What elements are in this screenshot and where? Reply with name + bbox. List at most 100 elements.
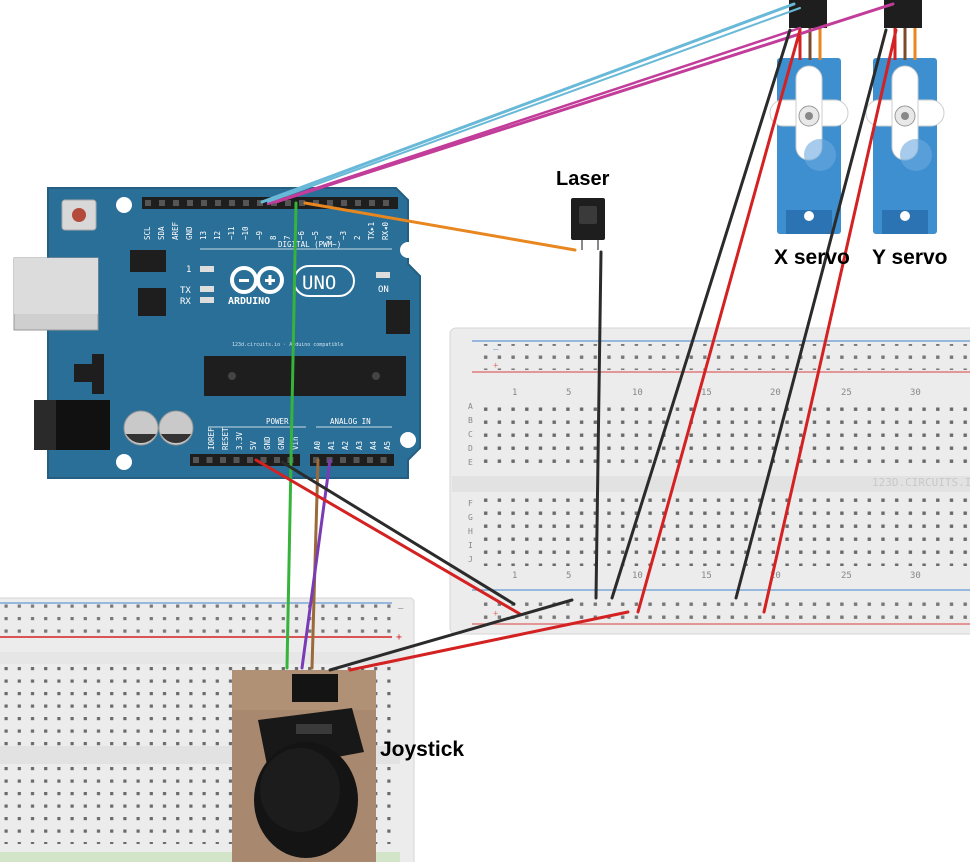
header-pin bbox=[193, 457, 199, 463]
bb-row-j: J bbox=[468, 555, 473, 564]
bb-col-1b: 1 bbox=[512, 571, 517, 581]
header-pin bbox=[341, 200, 347, 206]
header-pin bbox=[299, 200, 305, 206]
header-pin bbox=[201, 200, 207, 206]
header-pin bbox=[340, 457, 346, 463]
header-pin bbox=[215, 200, 221, 206]
digital-pin-label: ~6 bbox=[297, 230, 306, 240]
wire-black-joy bbox=[328, 598, 574, 672]
arduino-footer: 123d.circuits.io · Arduino compatible bbox=[232, 342, 343, 348]
power-pin-label: 5V bbox=[249, 440, 258, 450]
header-pin bbox=[274, 457, 280, 463]
header-pin bbox=[383, 200, 389, 206]
led-on-label: ON bbox=[378, 285, 389, 295]
power-header bbox=[190, 454, 300, 466]
header-pin bbox=[145, 200, 151, 206]
led-l-label: 1 bbox=[186, 265, 191, 275]
wire-red-joy bbox=[348, 610, 630, 672]
bb-col-25b: 25 bbox=[841, 571, 852, 581]
digital-pin-label: SDA bbox=[157, 226, 166, 240]
bb-col-15b: 15 bbox=[701, 571, 712, 581]
bb-col-30: 30 bbox=[910, 388, 921, 398]
power-pin-label: Vin bbox=[291, 436, 300, 450]
header-pin bbox=[233, 457, 240, 463]
header-pin bbox=[367, 457, 373, 463]
analog-pin-label: A2 bbox=[341, 441, 350, 450]
digital-pin-label: ~10 bbox=[241, 226, 250, 240]
wire-cyan-2 bbox=[267, 7, 801, 203]
digital-pin-label: TX▸1 bbox=[367, 222, 376, 240]
header-pin bbox=[313, 457, 319, 463]
header-pin bbox=[285, 200, 291, 206]
led-tx-label: TX bbox=[180, 286, 191, 296]
header-pin bbox=[220, 457, 226, 463]
digital-pin-label: 8 bbox=[269, 235, 278, 240]
header-pin bbox=[159, 200, 165, 206]
power-pin-label: RESET bbox=[221, 427, 230, 450]
digital-pin-label: GND bbox=[185, 226, 194, 240]
arduino-model: UNO bbox=[302, 272, 336, 294]
analog-pin-label: A0 bbox=[313, 440, 322, 450]
right-breadboard: – + + 1 5 10 15 20 25 30 1 5 10 15 20 25… bbox=[449, 327, 970, 635]
digital-pin-label: 4 bbox=[325, 235, 334, 240]
wire-red-5v bbox=[254, 458, 522, 616]
bb-col-30b: 30 bbox=[910, 571, 921, 581]
bb-col-1: 1 bbox=[512, 388, 517, 398]
power-pin-label: GND bbox=[263, 436, 272, 450]
digital-pin-label: RX◂0 bbox=[381, 221, 390, 240]
bb-row-i: I bbox=[468, 541, 473, 550]
bb-col-15: 15 bbox=[701, 388, 712, 398]
wires bbox=[254, 2, 898, 672]
laser-label: Laser bbox=[556, 168, 610, 190]
digital-pin-label: ~9 bbox=[255, 231, 264, 240]
digital-pin-label: 13 bbox=[199, 231, 208, 240]
svg-text:–: – bbox=[398, 604, 404, 614]
bb-row-h: H bbox=[468, 527, 473, 536]
digital-pin-label: SCL bbox=[143, 226, 152, 240]
bb-col-5: 5 bbox=[566, 388, 571, 398]
y-servo bbox=[865, 0, 945, 234]
y-servo-label: Y servo bbox=[872, 246, 948, 269]
analog-pin-label: A4 bbox=[369, 440, 378, 450]
digital-label: DIGITAL (PWM~) bbox=[278, 240, 341, 249]
power-label: POWER bbox=[266, 417, 289, 426]
wire-black-gnd bbox=[280, 460, 516, 606]
breadboard-watermark: 123D.CIRCUITS.IO bbox=[872, 476, 970, 489]
bb-row-f: F bbox=[468, 499, 473, 508]
header-pin bbox=[260, 457, 267, 463]
digital-pin-label: AREF bbox=[171, 221, 180, 240]
power-pin-label: 3.3V bbox=[235, 431, 244, 450]
digital-pin-label: ~3 bbox=[339, 231, 348, 240]
wire-purple bbox=[300, 458, 332, 670]
analog-pin-label: A5 bbox=[383, 441, 392, 450]
wire-magenta bbox=[274, 2, 895, 204]
header-pin bbox=[243, 200, 249, 206]
bb-col-5b: 5 bbox=[566, 571, 571, 581]
wire-black-yservo bbox=[734, 28, 888, 600]
bb-row-g: G bbox=[468, 513, 473, 522]
digital-pin-label: 7 bbox=[283, 235, 292, 240]
x-servo-label: X servo bbox=[774, 246, 850, 269]
header-pin bbox=[173, 200, 179, 206]
digital-pin-label: ~11 bbox=[227, 226, 236, 240]
bb-row-b: B bbox=[468, 416, 473, 425]
svg-text:+: + bbox=[493, 609, 499, 619]
laser-module bbox=[571, 198, 605, 250]
x-servo bbox=[769, 0, 849, 234]
analog-label: ANALOG IN bbox=[330, 417, 371, 426]
bb-col-10b: 10 bbox=[632, 571, 643, 581]
header-pin bbox=[380, 457, 387, 463]
wire-black-xservo bbox=[610, 28, 792, 600]
arduino-logo-icon bbox=[230, 266, 284, 294]
led-rx-label: RX bbox=[180, 297, 191, 307]
analog-pin-label: A3 bbox=[355, 441, 364, 450]
bb-col-20b: 20 bbox=[770, 571, 781, 581]
svg-text:–: – bbox=[493, 345, 499, 355]
bb-row-c: C bbox=[468, 430, 473, 439]
digital-pin-label: 2 bbox=[353, 235, 362, 240]
header-pin bbox=[369, 200, 375, 206]
wire-black-laser bbox=[594, 250, 603, 600]
wire-red-yservo bbox=[762, 28, 898, 614]
bb-row-e: E bbox=[468, 458, 473, 467]
